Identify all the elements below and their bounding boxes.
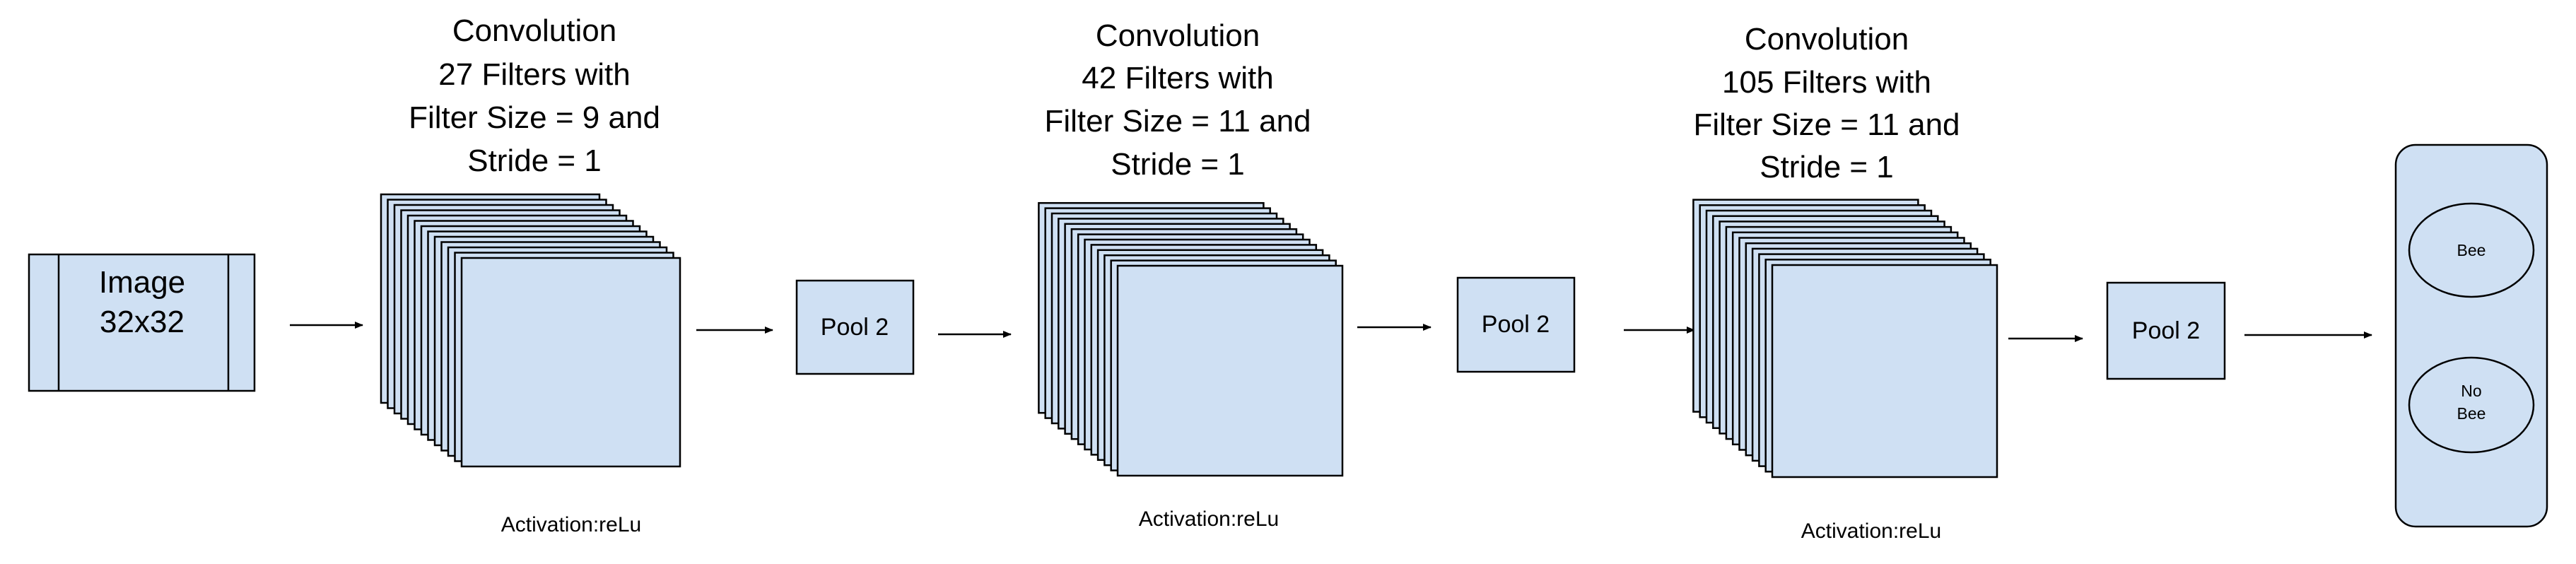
pool-block-1: Pool 2 xyxy=(795,279,915,375)
conv3-filter-stack xyxy=(1692,199,1998,478)
pool2-label: Pool 2 xyxy=(1482,311,1550,338)
conv2-activation-label: Activation:reLu xyxy=(1139,507,1279,531)
pool-block-2: Pool 2 xyxy=(1456,276,1576,373)
output-class-no-bee-label-line1: No xyxy=(2461,382,2481,400)
conv3-title-line1: Convolution xyxy=(1745,22,1909,57)
input-image-block: Image 32x32 xyxy=(28,253,256,392)
output-class-no-bee-node xyxy=(2408,356,2535,454)
conv1-title-line2: 27 Filters with xyxy=(438,57,630,92)
conv-block-3: Convolution 105 Filters with Filter Size… xyxy=(1692,22,1998,543)
pool1-box xyxy=(795,279,915,375)
output-class-no-bee-label-line2: Bee xyxy=(2457,404,2486,423)
conv1-filter-stack xyxy=(380,193,681,468)
output-block: Bee No Bee xyxy=(2394,143,2548,528)
conv2-filter-stack xyxy=(1038,201,1344,477)
pool-block-3: Pool 2 xyxy=(2106,281,2226,380)
conv3-title-line3: Filter Size = 11 and xyxy=(1693,107,1960,142)
conv-block-2: Convolution 42 Filters with Filter Size … xyxy=(1038,18,1344,531)
pool3-box xyxy=(2106,281,2226,380)
conv2-title-line2: 42 Filters with xyxy=(1082,61,1273,95)
output-class-bee-label: Bee xyxy=(2457,241,2486,259)
pool2-box xyxy=(1456,276,1576,373)
conv1-filter-layer xyxy=(460,257,681,468)
input-image-label: Image xyxy=(99,265,185,300)
pool1-label: Pool 2 xyxy=(821,314,889,341)
conv2-title-line4: Stride = 1 xyxy=(1111,147,1245,182)
conv2-title-line1: Convolution xyxy=(1096,18,1260,53)
conv-block-1: Convolution 27 Filters with Filter Size … xyxy=(380,13,681,536)
output-box xyxy=(2394,143,2548,528)
conv3-filter-layer xyxy=(1771,264,1998,478)
conv1-activation-label: Activation:reLu xyxy=(501,513,641,536)
conv2-title-line3: Filter Size = 11 and xyxy=(1044,104,1311,139)
input-size-label: 32x32 xyxy=(100,305,185,339)
input-image-box xyxy=(28,253,256,392)
pool3-label: Pool 2 xyxy=(2132,317,2200,344)
conv3-title-line4: Stride = 1 xyxy=(1760,150,1894,184)
conv1-title-line3: Filter Size = 9 and xyxy=(409,100,660,135)
conv3-activation-label: Activation:reLu xyxy=(1801,519,1941,543)
conv1-title-line4: Stride = 1 xyxy=(467,143,602,178)
output-class-bee-node xyxy=(2408,202,2535,298)
conv1-title-line1: Convolution xyxy=(452,13,616,48)
conv2-filter-layer xyxy=(1116,264,1344,477)
conv3-title-line2: 105 Filters with xyxy=(1722,65,1931,100)
